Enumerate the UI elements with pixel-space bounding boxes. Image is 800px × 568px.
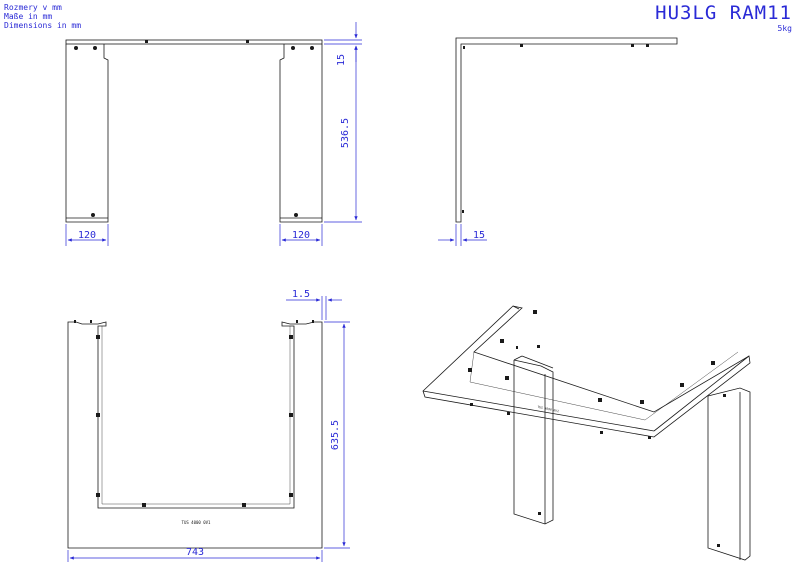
side-dimensions (438, 224, 487, 246)
dim-front-leg-width-left: 120 (78, 230, 96, 241)
part-marking-top: TUS 4000 0V1 (182, 520, 211, 525)
dim-side-thickness: 15 (473, 230, 485, 241)
top-dimensions (67, 296, 350, 562)
iso-rear-leg (707, 387, 751, 561)
side-profile (455, 37, 678, 223)
part-weight: 5kg (777, 24, 792, 33)
dim-front-leg-height: 536.5 (340, 118, 351, 148)
dim-top-sheet-thickness: 1.5 (292, 289, 310, 300)
side-view (455, 37, 678, 223)
dim-top-depth: 635.5 (330, 420, 341, 450)
units-line-de: Maße in mm (4, 12, 53, 21)
top-outline (67, 321, 323, 549)
dim-top-width: 743 (186, 547, 204, 558)
iso-front-leg (513, 359, 554, 525)
front-view (65, 39, 323, 223)
units-note: Rozmery v mm Maße in mm Dimensions in mm (4, 3, 81, 30)
front-top-bar (65, 39, 323, 45)
drawing-title: HU3LG RAM11 (655, 2, 792, 24)
front-dimensions (65, 22, 362, 246)
isometric-view (422, 305, 751, 561)
top-view (67, 320, 323, 549)
part-marking-iso: TUS 4000 0V1 (537, 405, 559, 413)
dim-front-leg-width-right: 120 (292, 230, 310, 241)
dim-front-top-thickness: 15 (336, 54, 347, 66)
front-left-leg (65, 44, 109, 223)
units-line-sk: Rozmery v mm (4, 3, 62, 12)
units-line-en: Dimensions in mm (4, 21, 82, 30)
iso-top-frame (422, 305, 751, 438)
front-right-leg (279, 44, 323, 223)
